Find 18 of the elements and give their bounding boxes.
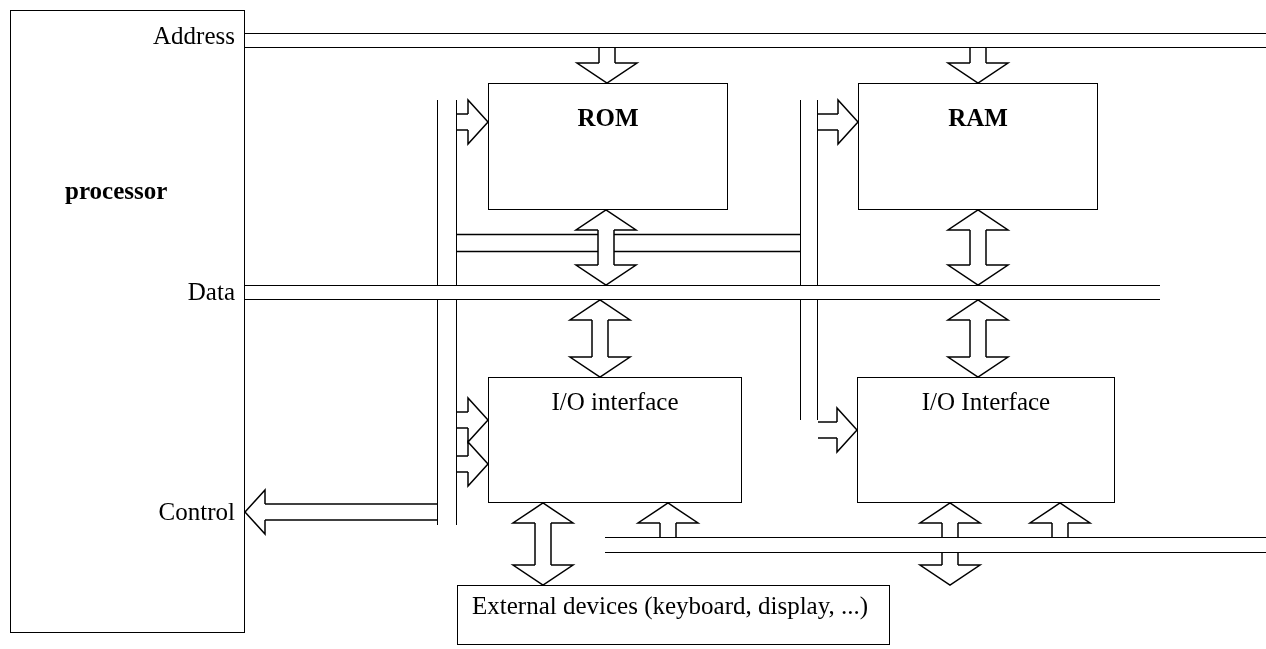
device-bus [605,537,1266,553]
bus-label: Data [187,278,235,306]
node-label: I/O Interface [921,387,1051,417]
interface-box [857,377,1115,503]
processor-box [10,10,245,633]
node-label: External devices (keyboard, display, ...) [472,591,869,622]
memory-box [488,83,728,210]
node-label: ROM [577,103,639,133]
data-bus [245,285,1160,300]
address-bus [245,33,1266,48]
memory-box [858,83,1098,210]
device-box [457,585,890,645]
node-label: processor [65,176,168,206]
node-label: I/O interface [551,387,679,417]
node-label: RAM [948,103,1008,133]
interface-box [488,377,742,503]
bus-label: Control [158,498,235,526]
bus-label: Address [153,22,235,50]
